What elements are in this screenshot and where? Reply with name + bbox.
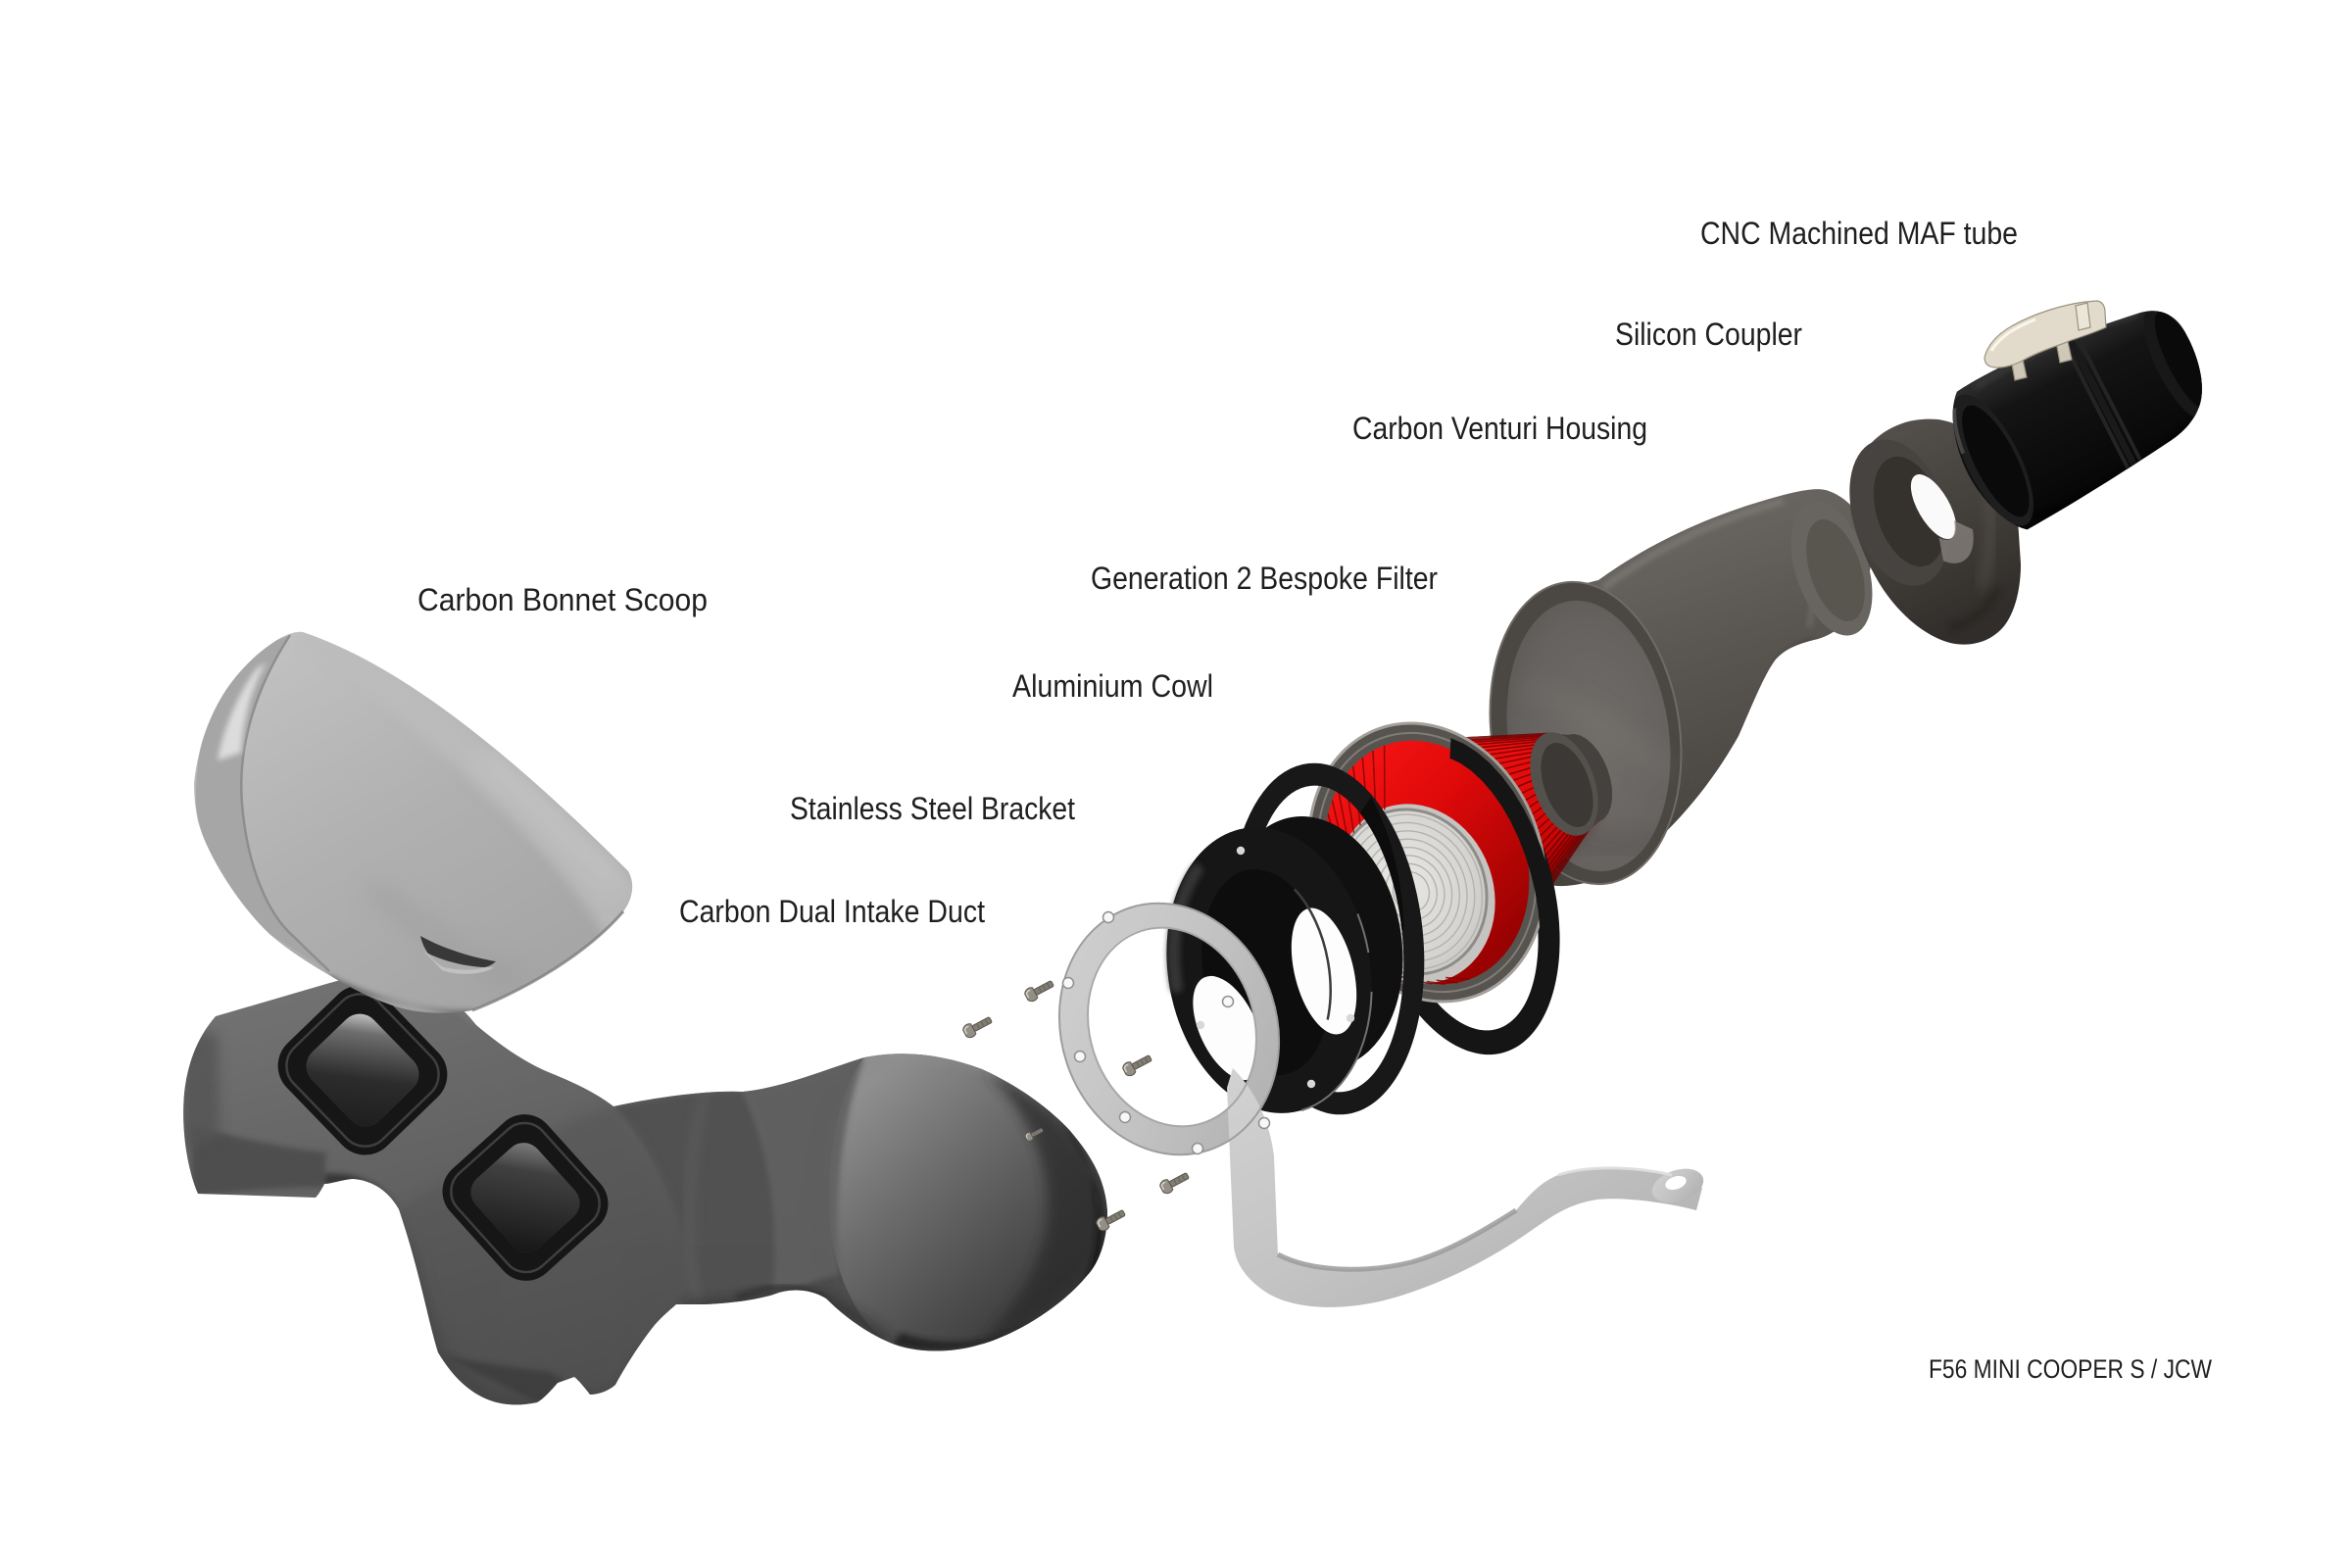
svg-text:Carbon Bonnet Scoop: Carbon Bonnet Scoop [417, 582, 708, 617]
svg-text:Stainless Steel Bracket: Stainless Steel Bracket [790, 791, 1075, 826]
svg-text:Silicon Coupler: Silicon Coupler [1615, 317, 1802, 352]
svg-text:Carbon Venturi Housing: Carbon Venturi Housing [1352, 411, 1647, 446]
svg-text:F56 MINI COOPER S / JCW: F56 MINI COOPER S / JCW [1929, 1354, 2212, 1384]
svg-text:Generation 2 Bespoke Filter: Generation 2 Bespoke Filter [1091, 561, 1438, 596]
svg-text:Carbon Dual Intake Duct: Carbon Dual Intake Duct [679, 894, 985, 929]
svg-text:CNC Machined MAF tube: CNC Machined MAF tube [1700, 216, 2018, 251]
svg-text:Aluminium Cowl: Aluminium Cowl [1012, 668, 1213, 704]
